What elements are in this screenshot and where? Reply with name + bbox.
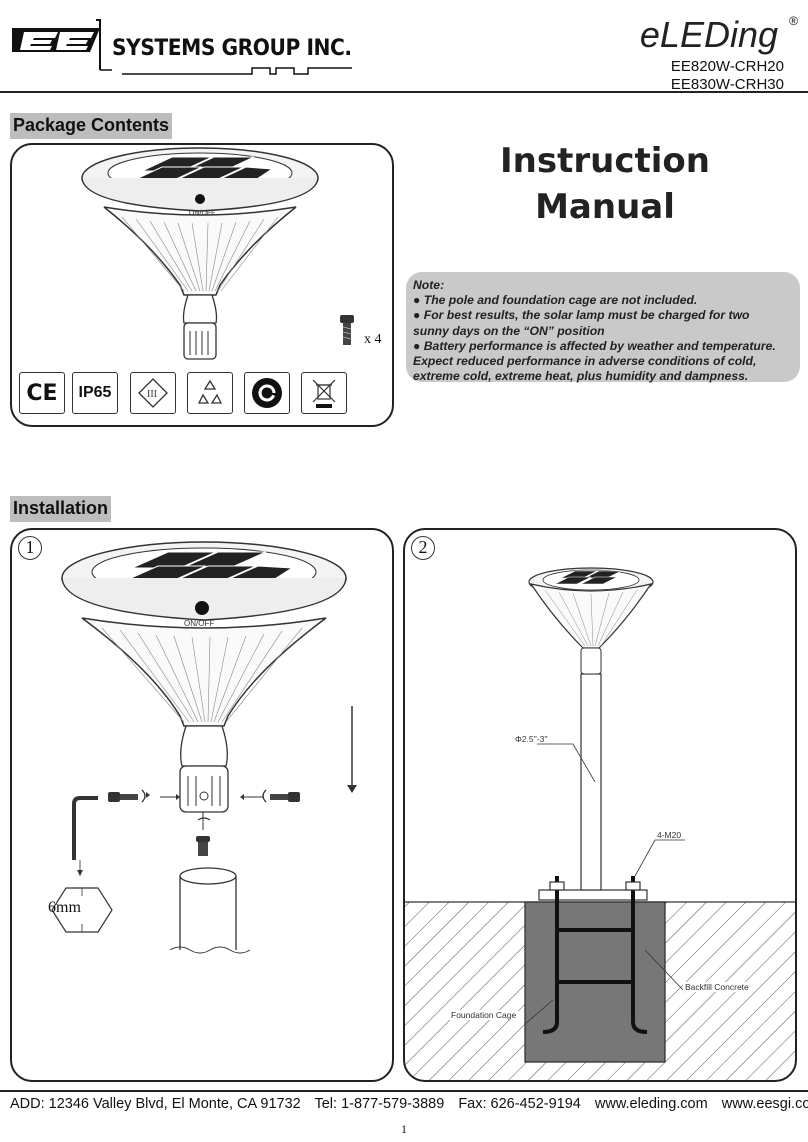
model-number: EE820W-CRH20 <box>670 58 784 75</box>
step-1-illustration: ON/OFF <box>51 541 357 954</box>
note-heading: Note: <box>413 278 445 292</box>
svg-text:III: III <box>147 389 157 400</box>
product-brand: eLEDing <box>639 14 778 55</box>
model-number: EE830W-CRH30 <box>670 76 784 93</box>
foundation-cage-label: Foundation Cage <box>449 1010 519 1020</box>
on-off-label: ON/OFF <box>189 210 215 217</box>
footer-contact: ADD: 12346 Valley Blvd, El Monte, CA 917… <box>10 1096 808 1112</box>
hex-size-icon <box>51 887 113 933</box>
footer-fax: Fax: 626-452-9194 <box>458 1096 581 1112</box>
note-line: ● Battery performance is affected by wea… <box>413 338 776 353</box>
registered-mark: ® <box>789 14 798 28</box>
ip65-icon: IP65 <box>72 372 118 414</box>
wrench-size-label: 6mm <box>48 899 81 916</box>
class-iii-icon: III <box>130 372 176 414</box>
company-name: SYSTEMS GROUP INC. <box>112 36 352 61</box>
company-logo: SYSTEMS GROUP INC. <box>12 12 352 75</box>
section-label-installation: Installation <box>10 496 112 522</box>
pole-diameter-label: Φ2.5''-3'' <box>515 734 548 744</box>
header-divider <box>0 91 808 93</box>
page-title: Instruction Manual <box>500 141 710 227</box>
step-number: 2 <box>411 536 435 560</box>
step-number: 1 <box>18 536 42 560</box>
section-label-package-contents: Package Contents <box>10 113 173 139</box>
screw-icon <box>196 817 211 856</box>
note-line: ● The pole and foundation cage are not i… <box>413 293 698 308</box>
installation-step-1-panel: ON/OFF <box>10 528 394 1082</box>
step-2-illustration <box>405 567 795 1080</box>
screw-icon <box>108 789 150 803</box>
note-line: ● For best results, the solar lamp must … <box>413 308 750 323</box>
ee-logo-mark <box>12 19 352 75</box>
footer-tel: Tel: 1-877-579-3889 <box>314 1096 445 1112</box>
footer-site-link[interactable]: www.eesgi.com <box>721 1096 808 1112</box>
page-number: 1 <box>401 1122 407 1136</box>
footer-address: ADD: 12346 Valley Blvd, El Monte, CA 917… <box>10 1096 301 1112</box>
ce-mark-icon: C​E <box>19 372 65 414</box>
recycle-icon <box>187 372 233 414</box>
solar-lamp-illustration: ON/OFF <box>81 147 354 360</box>
note-line: sunny days on the “ON” position <box>413 323 605 338</box>
note-line: extreme cold, extreme heat, plus humidit… <box>413 369 749 384</box>
note-box: Note: ● The pole and foundation cage are… <box>406 272 800 384</box>
weee-bin-icon <box>301 372 347 414</box>
screw-quantity: x 4 <box>364 332 382 347</box>
backfill-concrete-label: Backfill Concrete <box>683 982 751 992</box>
hex-wrench-icon <box>72 796 98 876</box>
model-numbers: EE820W-CRH20 EE830W-CRH30 <box>671 58 784 94</box>
svg-text:ON/OFF: ON/OFF <box>184 619 214 628</box>
bolts-label: 4-M20 <box>657 830 682 840</box>
footer-site-link[interactable]: www.eleding.com <box>594 1096 708 1112</box>
footer-divider <box>0 1090 808 1092</box>
green-dot-icon <box>244 372 290 414</box>
screw-icon <box>340 315 354 345</box>
note-line: Expect reduced performance in adverse co… <box>413 354 757 369</box>
screw-icon <box>240 789 300 803</box>
installation-step-2-panel: 2 Φ2.5''-3'' 4-M20 Backfill Concrete Fou… <box>403 528 797 1082</box>
